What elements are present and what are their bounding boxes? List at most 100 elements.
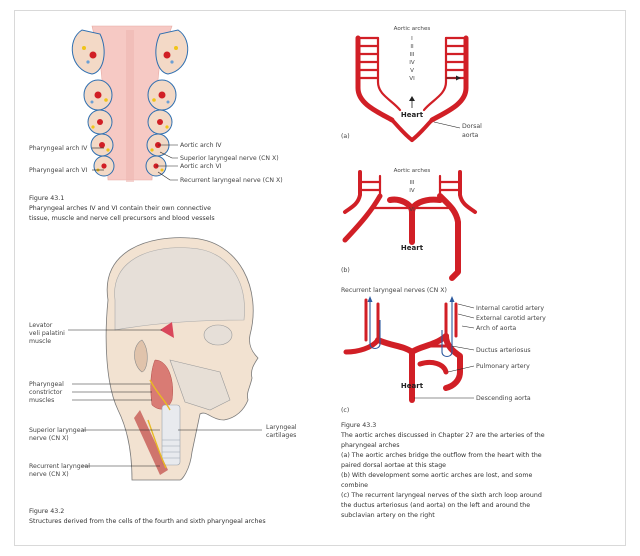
- caption-43-3-line: (c) The recurrent laryngeal nerves of th…: [341, 492, 542, 499]
- superior-laryngeal-nerve: [149, 379, 171, 411]
- page-frame: [14, 10, 626, 546]
- leader-external-carotid: [457, 313, 475, 319]
- caption-43-2-title: Figure 43.2: [29, 508, 64, 515]
- panel-a-up-arrowhead: [409, 96, 415, 101]
- panel-b-label: (b): [341, 267, 350, 274]
- recurrent-laryngeal-nerve: [147, 419, 167, 469]
- panel-c-left-nerve-arrow: [449, 296, 455, 302]
- panel-c-pulmonary-artery: [417, 359, 449, 375]
- caption-43-3: Figure 43.3 The aortic arches discussed …: [340, 422, 545, 519]
- label-pharyngeal-constrictor: Pharyngeal: [29, 381, 64, 388]
- panel-b-heart: Heart: [401, 244, 424, 252]
- panel-b-trunk: [387, 196, 415, 245]
- figure-43-3-panel-b: Aortic arches III IV VI Heart (b): [341, 168, 477, 281]
- panel-a-left-sac: [376, 36, 402, 112]
- panel-c-right-recurrent-nerve: [369, 298, 381, 350]
- panel-b-title: Aortic arches: [394, 168, 431, 174]
- label-ductus-arteriosus: Ductus arteriosus: [476, 347, 531, 354]
- caption-43-3-line: (b) With development some aortic arches …: [341, 472, 532, 479]
- label-pharyngeal-arch-iv: Pharyngeal arch IV: [29, 145, 88, 152]
- label-pulmonary-artery: Pulmonary artery: [476, 363, 530, 370]
- figure-43-1: Pharyngeal arch IV Pharyngeal arch VI Ao…: [29, 25, 283, 222]
- label-superior-laryngeal: nerve (CN X): [29, 435, 69, 442]
- label-laryngeal-cartilages: cartilages: [266, 432, 296, 439]
- neck-muscle: [134, 410, 168, 475]
- orbit: [203, 324, 233, 346]
- numeral-v: V: [410, 68, 414, 74]
- tracheal-rings: [162, 439, 180, 459]
- label-levator: muscle: [29, 338, 51, 345]
- panel-c-label: (c): [341, 407, 349, 414]
- label-pharyngeal-constrictor: constrictor: [29, 389, 63, 396]
- caption-43-1-title: Figure 43.1: [29, 195, 64, 202]
- panel-c-arch-aorta: [443, 333, 463, 391]
- leader-internal-carotid: [457, 303, 475, 309]
- panel-c-left-recurrent-nerve: [441, 298, 453, 358]
- label-laryngeal-cartilages: Laryngeal: [266, 424, 297, 431]
- caption-43-3-line: subclavian artery on the right: [341, 512, 435, 519]
- mandible: [169, 359, 231, 411]
- arch-arteries: [89, 51, 171, 169]
- numeral-iv: IV: [409, 188, 415, 194]
- label-arch-of-aorta: Arch of aorta: [476, 325, 516, 332]
- caption-43-3-line: the ductus arteriosus (and aorta) on the…: [341, 502, 530, 509]
- label-recurrent-laryngeal: Recurrent laryngeal: [29, 463, 90, 470]
- label-pharyngeal-constrictor: muscles: [29, 397, 54, 404]
- label-descending-aorta: Descending aorta: [476, 395, 531, 402]
- panel-a-left-stem: [355, 35, 395, 123]
- panel-b-numerals: III IV VI: [409, 180, 415, 213]
- panel-a-arches: [356, 36, 468, 80]
- label-recurrent-laryngeal-nerve: Recurrent laryngeal nerve (CN X): [180, 177, 283, 184]
- numeral-vi: VI: [409, 76, 415, 82]
- numeral-iii: III: [410, 52, 415, 58]
- panel-c-title: Recurrent laryngeal nerves (CN X): [341, 287, 447, 294]
- levator-veli-palatini: [160, 322, 174, 338]
- caption-43-3-line: (a) The aortic arches bridge the outflow…: [341, 452, 542, 459]
- label-superior-laryngeal-nerve: Superior laryngeal nerve (CN X): [180, 155, 279, 162]
- panel-b-left-branch: [342, 193, 383, 243]
- numeral-ii: II: [410, 44, 414, 50]
- figure-43-3-panel-a: Aortic arches I II III IV V VI Heart: [341, 26, 482, 142]
- caption-43-3-line: pharyngeal arches: [341, 442, 400, 449]
- caption-43-3-title: Figure 43.3: [341, 422, 376, 429]
- panel-c-right-branch: [343, 337, 381, 355]
- panel-b-trunk-right: [409, 196, 443, 215]
- panel-b-aortic-arch: [437, 193, 461, 281]
- numeral-i: I: [411, 36, 413, 42]
- label-aortic-arch-vi: Aortic arch VI: [180, 163, 222, 170]
- label-external-carotid: External carotid artery: [476, 315, 546, 322]
- caption-43-3-line: paired dorsal aortae at this stage: [341, 462, 446, 469]
- leader-dorsal-aorta: [433, 121, 461, 129]
- panel-a-heart: Heart: [401, 111, 424, 119]
- panel-b-left-carotid: [343, 170, 362, 214]
- leader-ductus: [451, 345, 475, 351]
- panel-c-heart: Heart: [401, 382, 424, 390]
- label-pharyngeal-arch-vi: Pharyngeal arch VI: [29, 167, 88, 174]
- panel-b-right-carotid: [458, 170, 477, 214]
- label-aorta: aorta: [462, 132, 479, 139]
- leader-superior-laryngeal: [159, 151, 178, 159]
- figure-43-2: Levator veli palatini muscle Pharyngeal …: [29, 237, 297, 525]
- arch-nerve-dots: [82, 46, 178, 172]
- panel-a-dorsal-right: [410, 118, 434, 142]
- label-superior-laryngeal: Superior laryngeal: [29, 427, 86, 434]
- caption-43-1-line: tissue, muscle and nerve cell precursors…: [29, 215, 215, 222]
- leader-pulmonary: [447, 365, 475, 373]
- panel-a-dorsal-left: [390, 118, 414, 142]
- panel-a-right-arrowhead: [456, 75, 461, 81]
- panel-a-right-stem: [429, 35, 469, 123]
- numeral-iv: IV: [409, 60, 415, 66]
- caption-43-3-line: combine: [341, 482, 368, 489]
- larynx: [161, 404, 181, 466]
- numeral-iii: III: [410, 180, 415, 186]
- leader-arch-aorta: [461, 325, 475, 329]
- ear: [134, 339, 148, 373]
- figure-43-3-panel-c: Recurrent laryngeal nerves (CN X) Heart …: [341, 287, 546, 414]
- caption-43-2-line: Structures derived from the cells of the…: [29, 518, 266, 525]
- numeral-vi: VI: [409, 207, 415, 213]
- label-aortic-arch-iv: Aortic arch IV: [180, 142, 222, 149]
- panel-c-right-nerve-arrow: [367, 296, 373, 302]
- label-levator: Levator: [29, 322, 53, 329]
- label-dorsal: Dorsal: [462, 123, 482, 130]
